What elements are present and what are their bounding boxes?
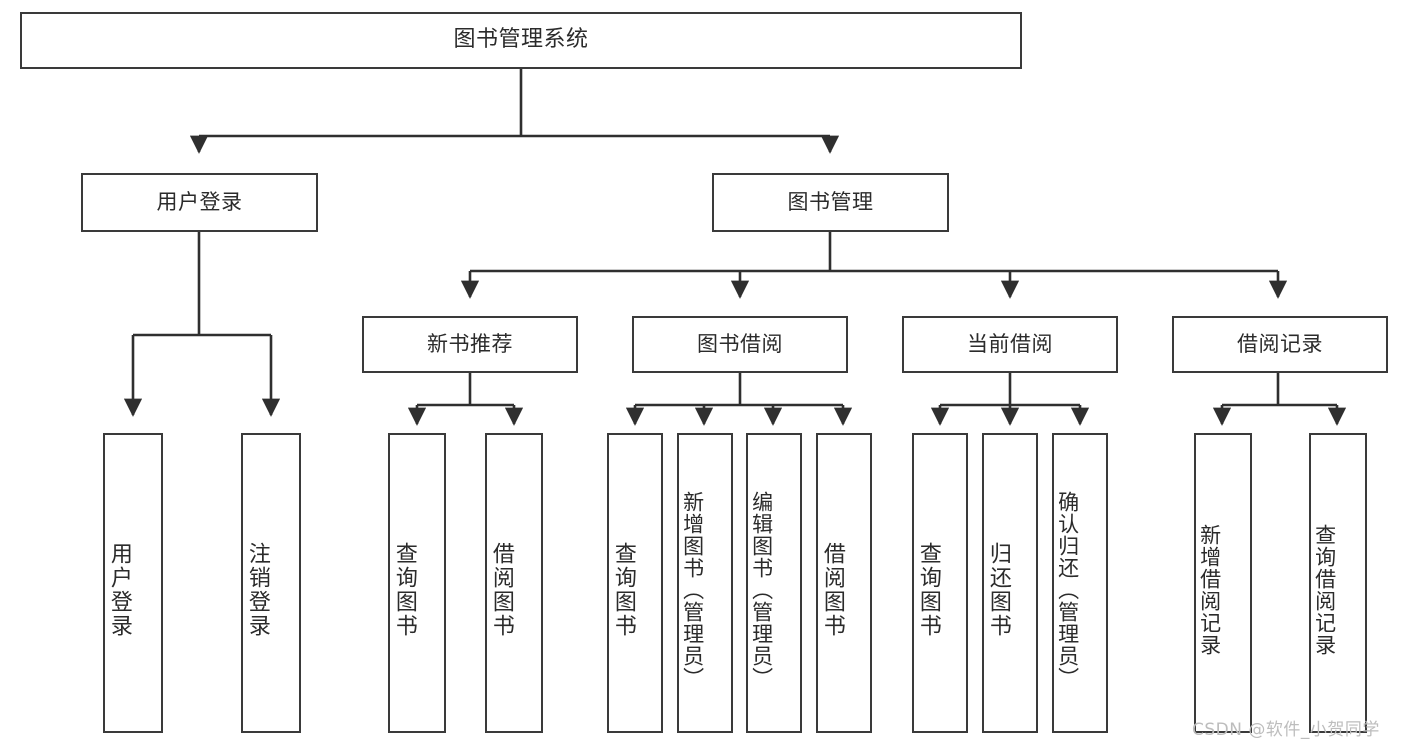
node-leaf-borrow-book-recommend[interactable]: 借阅图书 (485, 433, 543, 733)
node-label: 查询借阅记录 (1312, 524, 1337, 656)
node-label: 查询图书 (610, 542, 636, 638)
node-label: 编辑图书（管理员） (749, 491, 774, 689)
node-user-login[interactable]: 用户登录 (81, 173, 318, 232)
node-current-borrow[interactable]: 当前借阅 (902, 316, 1118, 373)
node-label: 新增图书（管理员） (680, 491, 705, 689)
node-leaf-edit-book-admin[interactable]: 编辑图书（管理员） (746, 433, 802, 733)
node-label: 图书借阅 (697, 331, 783, 356)
node-root-book-management-system[interactable]: 图书管理系统 (20, 12, 1022, 69)
node-label: 新增借阅记录 (1197, 524, 1222, 656)
node-label: 当前借阅 (967, 331, 1053, 356)
node-label: 图书管理 (787, 189, 874, 214)
node-leaf-query-book-current[interactable]: 查询图书 (912, 433, 968, 733)
node-leaf-borrow-book[interactable]: 借阅图书 (816, 433, 872, 733)
node-label: 归还图书 (985, 542, 1011, 638)
node-label: 借阅记录 (1237, 331, 1323, 356)
node-leaf-add-borrow-record[interactable]: 新增借阅记录 (1194, 433, 1252, 733)
node-label: 查询图书 (391, 542, 417, 638)
node-leaf-query-book-recommend[interactable]: 查询图书 (388, 433, 446, 733)
node-leaf-add-book-admin[interactable]: 新增图书（管理员） (677, 433, 733, 733)
node-leaf-logout-login[interactable]: 注销登录 (241, 433, 301, 733)
node-label: 借阅图书 (819, 542, 845, 638)
node-new-book-recommend[interactable]: 新书推荐 (362, 316, 578, 373)
node-book-management[interactable]: 图书管理 (712, 173, 949, 232)
node-leaf-confirm-return-admin[interactable]: 确认归还（管理员） (1052, 433, 1108, 733)
node-leaf-return-book[interactable]: 归还图书 (982, 433, 1038, 733)
node-label: 用户登录 (156, 189, 243, 214)
node-label: 注销登录 (244, 542, 270, 638)
node-leaf-query-book-borrow[interactable]: 查询图书 (607, 433, 663, 733)
node-book-borrow[interactable]: 图书借阅 (632, 316, 848, 373)
node-label: 确认归还（管理员） (1055, 491, 1080, 689)
node-borrow-record[interactable]: 借阅记录 (1172, 316, 1388, 373)
node-label: 用户登录 (106, 542, 132, 638)
node-label: 查询图书 (915, 542, 941, 638)
csdn-watermark: CSDN @软件_小贺同学 (1192, 720, 1380, 740)
node-label: 图书管理系统 (453, 27, 589, 53)
node-label: 借阅图书 (488, 542, 514, 638)
node-label: 新书推荐 (427, 331, 513, 356)
node-leaf-query-borrow-record[interactable]: 查询借阅记录 (1309, 433, 1367, 733)
node-leaf-user-login[interactable]: 用户登录 (103, 433, 163, 733)
